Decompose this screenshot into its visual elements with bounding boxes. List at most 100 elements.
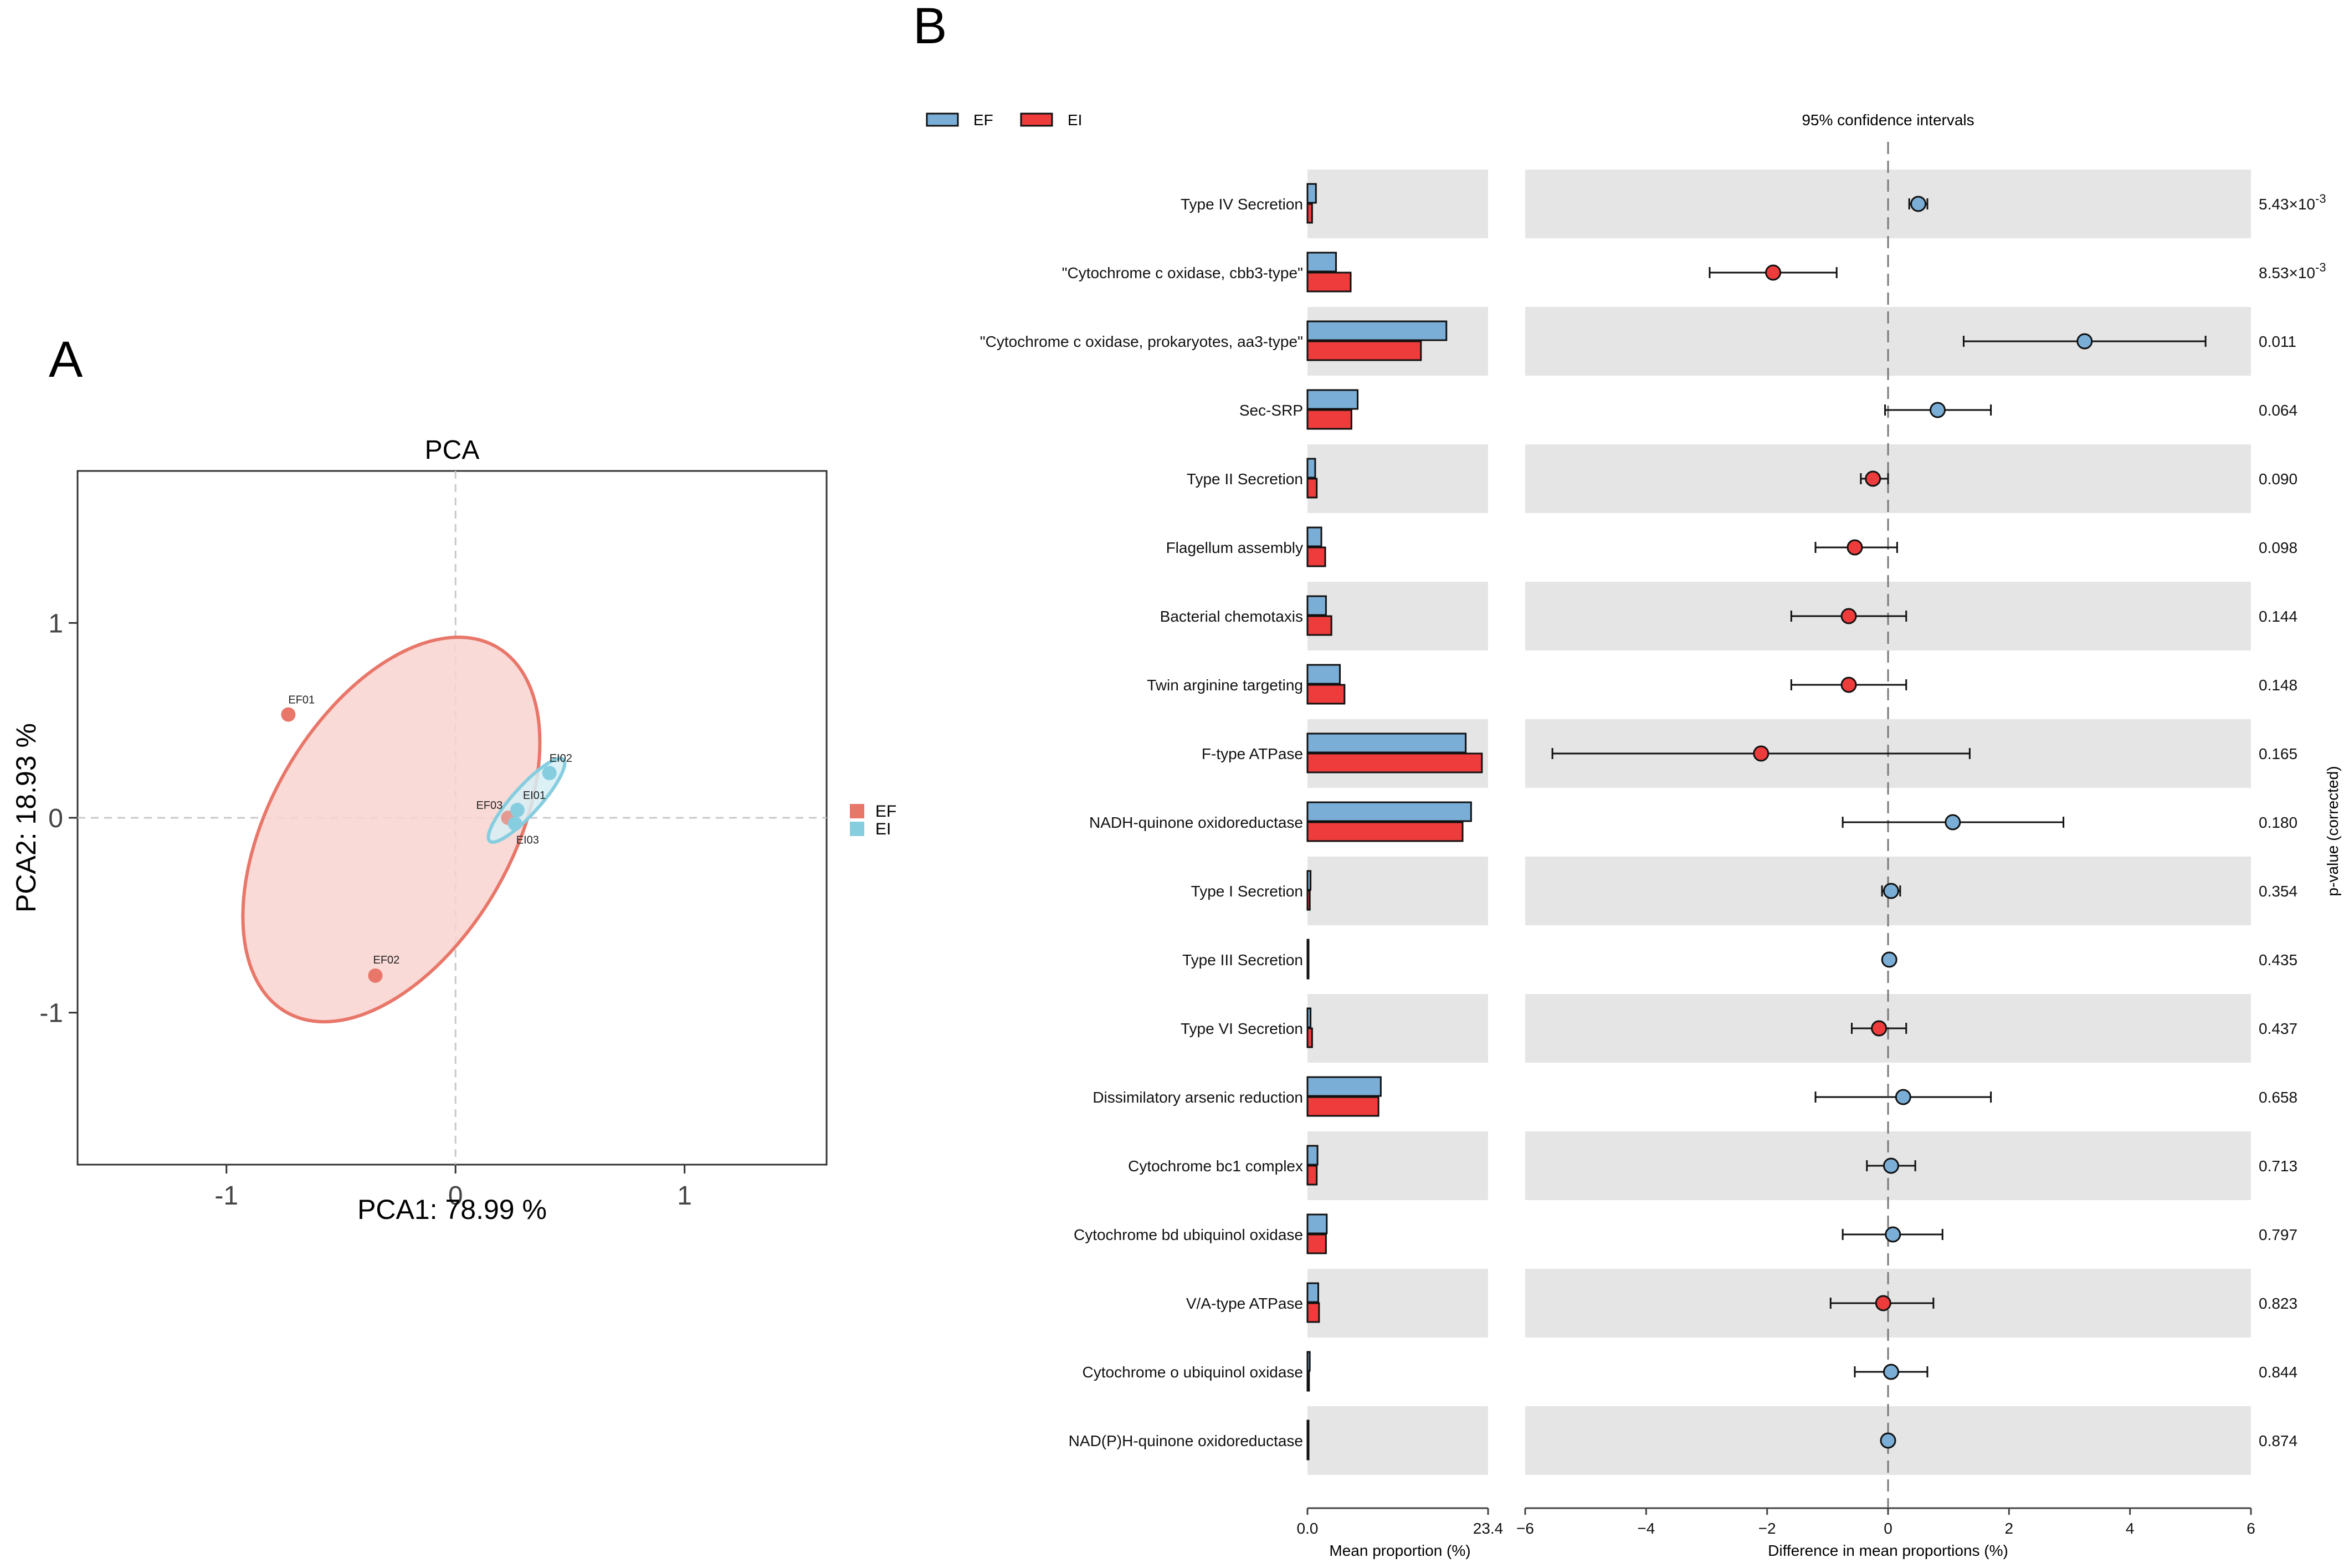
row-shade-bars [1307,582,1488,650]
category-label-cytochrome-bc1-complex: Cytochrome bc1 complex [1128,1157,1303,1175]
pca-y-tick-label: 0 [48,804,63,833]
ci-x-tick-label: 2 [2005,1520,2014,1537]
bar-ei-nadh-quinone-oxidoreductase [1306,821,1464,842]
bar-x-tick-label: 0.0 [1297,1520,1319,1537]
row-shade-bars [1307,444,1488,513]
category-label-type-vi-secretion: Type VI Secretion [1181,1020,1303,1037]
p-value-v-a-type-atpase: 0.823 [2259,1295,2297,1312]
bar-ei-v-a-type-atpase [1306,1302,1320,1323]
bar-ef-type-iv-secretion [1306,183,1317,204]
pca-legend-swatch-ei [850,822,864,836]
ci-point-type-iv-secretion [1910,196,1927,212]
bar-legend-label-ei: EI [1068,111,1082,129]
p-value-type-vi-secretion: 0.437 [2259,1020,2297,1037]
p-value-dissimilatory-arsenic-reduction: 0.658 [2259,1089,2297,1106]
pca-legend: EF EI [850,802,896,838]
ci-point-type-i-secretion [1883,883,1899,899]
pca-legend-label-ef: EF [875,802,896,821]
bar-ef-type-vi-secretion [1306,1007,1312,1028]
p-value-axis-label: p-value (corrected) [2324,766,2341,896]
bar-ei-dissimilatory-arsenic-reduction [1306,1096,1379,1117]
pca-point-label-ei03: EI03 [516,834,539,847]
bar-ei-f-type-atpase [1306,752,1483,773]
category-label-type-iii-secretion: Type III Secretion [1182,951,1303,969]
category-label-dissimilatory-arsenic-reduction: Dissimilatory arsenic reduction [1093,1089,1303,1106]
p-value-twin-arginine-targeting: 0.148 [2259,677,2297,694]
pca-point-ef01 [281,707,296,722]
p-value-cytochrome-bc1-complex: 0.713 [2259,1157,2297,1175]
bar-ei-bacterial-chemotaxis [1306,615,1332,636]
ci-x-tick-label: −4 [1637,1520,1655,1537]
p-value-nadh-quinone-oxidoreductase: 0.180 [2259,814,2297,831]
pca-point-label-ei01: EI01 [523,790,546,802]
bar-ei-twin-arginine-targeting [1306,684,1346,705]
pca-title: PCA [425,435,480,465]
p-value-cytochrome-c-oxidase-cbb3-type: 8.53×10-3 [2259,260,2326,281]
p-value-type-iv-secretion: 5.43×10-3 [2259,192,2326,213]
bar-legend: EF EI [926,111,1082,129]
category-label-bacterial-chemotaxis: Bacterial chemotaxis [1160,608,1303,625]
bar-ei-cytochrome-c-oxidase-cbb3-type [1306,271,1352,293]
category-label-cytochrome-c-oxidase-prokaryotes-aa3-type: "Cytochrome c oxidase, prokaryotes, aa3-… [980,333,1303,350]
pca-point-ei03 [507,816,522,831]
bar-ef-dissimilatory-arsenic-reduction [1306,1076,1382,1097]
ci-point-twin-arginine-targeting [1840,677,1857,693]
pca-point-label-ef03: EF03 [476,800,502,812]
extended-error-bar-plot: EF EI 95% confidence intervals Type IV S… [926,111,2341,1559]
pca-point-ei01 [510,802,525,817]
row-shade-bars [1307,170,1488,238]
category-label-sec-srp: Sec-SRP [1239,402,1303,419]
p-value-bacterial-chemotaxis: 0.144 [2259,608,2297,625]
category-label-f-type-atpase: F-type ATPase [1202,745,1303,762]
p-value-cytochrome-bd-ubiquinol-oxidase: 0.797 [2259,1226,2297,1243]
ci-point-type-vi-secretion [1871,1020,1888,1037]
p-value-type-ii-secretion: 0.090 [2259,470,2297,488]
category-label-nadh-quinone-oxidoreductase: NADH-quinone oxidoreductase [1089,814,1303,831]
category-label-cytochrome-o-ubiquinol-oxidase: Cytochrome o ubiquinol oxidase [1083,1364,1303,1381]
bar-ei-cytochrome-o-ubiquinol-oxidase [1306,1371,1310,1392]
bar-ef-type-ii-secretion [1306,458,1316,479]
pca-y-axis-label: PCA2: 18.93 % [11,723,42,913]
panel-letter-a: A [49,331,83,388]
category-label-flagellum-assembly: Flagellum assembly [1166,539,1303,556]
bar-ei-cytochrome-bc1-complex [1306,1165,1318,1186]
ci-point-sec-srp [1930,402,1946,418]
p-value-cytochrome-o-ubiquinol-oxidase: 0.844 [2259,1364,2297,1381]
ci-point-flagellum-assembly [1847,539,1863,556]
ci-x-tick-label: −2 [1758,1520,1776,1537]
p-value-type-iii-secretion: 0.435 [2259,951,2297,969]
row-shade-bars [1307,994,1488,1063]
ci-x-tick-label: 6 [2247,1520,2255,1537]
pca-y-tick-label: -1 [39,999,63,1028]
ci-point-type-iii-secretion [1881,951,1897,968]
category-label-type-ii-secretion: Type II Secretion [1187,470,1303,488]
bar-ei-cytochrome-bd-ubiquinol-oxidase [1306,1233,1327,1254]
p-value-nad-p-h-quinone-oxidoreductase: 0.874 [2259,1432,2297,1449]
panel-letter-b: B [913,0,947,54]
bar-ef-cytochrome-o-ubiquinol-oxidase [1306,1351,1311,1372]
pca-point-label-ef01: EF01 [288,694,315,706]
pca-point-label-ef02: EF02 [373,954,399,966]
bar-ef-bacterial-chemotaxis [1306,595,1327,616]
category-label-type-i-secretion: Type I Secretion [1191,883,1303,900]
bar-ei-type-iv-secretion [1306,203,1313,224]
bar-ef-cytochrome-bc1-complex [1306,1145,1319,1166]
ci-point-dissimilatory-arsenic-reduction [1895,1089,1911,1105]
row-shade-bars [1307,1269,1488,1338]
ci-point-cytochrome-c-oxidase-cbb3-type [1765,264,1782,281]
bar-ef-flagellum-assembly [1306,526,1322,547]
ci-x-axis-label: Difference in mean proportions (%) [1768,1542,2008,1559]
ci-point-cytochrome-c-oxidase-prokaryotes-aa3-type [2076,333,2093,350]
ci-x-tick-label: 4 [2126,1520,2135,1537]
category-label-nad-p-h-quinone-oxidoreductase: NAD(P)H-quinone oxidoreductase [1069,1432,1303,1449]
bar-ef-cytochrome-bd-ubiquinol-oxidase [1306,1213,1328,1234]
p-value-type-i-secretion: 0.354 [2259,883,2297,900]
ci-point-cytochrome-o-ubiquinol-oxidase [1883,1364,1899,1380]
pca-x-axis-label: PCA1: 78.99 % [357,1194,547,1225]
bar-ef-sec-srp [1306,389,1359,410]
pca-x-tick-label: -1 [214,1181,238,1211]
bar-legend-swatch-ei [1020,112,1053,127]
category-label-cytochrome-bd-ubiquinol-oxidase: Cytochrome bd ubiquinol oxidase [1074,1226,1303,1243]
bar-ef-twin-arginine-targeting [1306,664,1341,685]
